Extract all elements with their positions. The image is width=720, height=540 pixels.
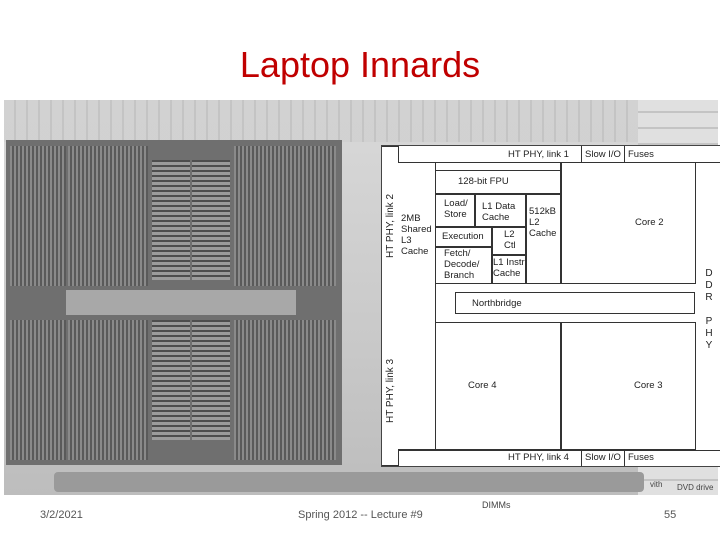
load-store-block xyxy=(435,194,475,227)
fpu-label: 128-bit FPU xyxy=(458,176,509,187)
fetch-decode-branch-block xyxy=(435,247,492,284)
photo-label-with: vith xyxy=(650,480,663,489)
die-floorplan-diagram: HT PHY, link 1 Slow I/O Fuses HT PHY, li… xyxy=(381,145,720,467)
l3-cache-column xyxy=(398,162,436,450)
slow-io-bottom-label: Slow I/O xyxy=(585,452,621,463)
slide-course: Spring 2012 -- Lecture #9 xyxy=(298,509,423,521)
core2-block xyxy=(561,162,696,284)
photo-bottom-band xyxy=(54,472,644,492)
core3-block xyxy=(561,322,696,450)
ht-phy-link2-label: HT PHY, link 2 xyxy=(385,193,396,258)
fuses-bottom-label: Fuses xyxy=(628,452,654,463)
die-cache-region xyxy=(152,320,190,440)
die-region xyxy=(234,146,336,286)
fpu-block xyxy=(435,170,561,194)
slide-page-number: 55 xyxy=(664,509,677,521)
slide-title: Laptop Innards xyxy=(239,44,481,85)
core4-label: Core 4 xyxy=(468,380,497,391)
ddr-phy-label: D D R P H Y xyxy=(705,268,713,351)
ht-phy-link4-block xyxy=(398,450,720,466)
die-cache-region xyxy=(192,320,230,440)
l2-cache-label: 512kB L2 Cache xyxy=(529,206,557,239)
fuses-top-label: Fuses xyxy=(628,149,654,160)
execution-label: Execution xyxy=(442,231,484,242)
load-store-label: Load/ Store xyxy=(444,198,468,220)
ht-phy-link4-label: HT PHY, link 4 xyxy=(508,452,569,463)
l2-ctl-label: L2 Ctl xyxy=(504,229,516,251)
core3-label: Core 3 xyxy=(634,380,663,391)
die-northbridge-region xyxy=(66,290,296,315)
execution-block xyxy=(435,227,492,247)
northbridge-block xyxy=(455,292,695,314)
l2-cache-block xyxy=(526,194,561,284)
ht-phy-link3-label: HT PHY, link 3 xyxy=(385,358,396,423)
photo-label-dvd-drive: DVD drive xyxy=(677,483,714,492)
slow-io-bottom-block xyxy=(581,450,625,466)
northbridge-label: Northbridge xyxy=(472,298,522,309)
die-region xyxy=(10,320,66,460)
die-region xyxy=(234,320,336,460)
fetch-decode-branch-label: Fetch/ Decode/ Branch xyxy=(444,248,480,281)
l3-cache-label: 2MB Shared L3 Cache xyxy=(401,213,432,257)
die-region xyxy=(68,320,148,460)
l1-instr-cache-label: L1 Instr Cache xyxy=(493,257,525,279)
die-cache-region xyxy=(192,160,230,280)
die-region xyxy=(68,146,148,286)
die-cache-region xyxy=(152,160,190,280)
l2-ctl-block xyxy=(492,227,526,255)
ht-phy-link1-label: HT PHY, link 1 xyxy=(508,149,569,160)
l1-data-cache-block xyxy=(475,194,526,227)
photo-top-strip xyxy=(4,100,718,142)
l1-data-cache-label: L1 Data Cache xyxy=(482,201,516,223)
slide-date: 3/2/2021 xyxy=(40,509,83,521)
l1-instr-cache-block xyxy=(492,255,526,284)
die-region xyxy=(10,146,66,286)
processor-die-photo xyxy=(6,140,342,465)
photo-label-dimms: DIMMs xyxy=(482,500,511,510)
core2-label: Core 2 xyxy=(635,217,664,228)
core4-block xyxy=(435,322,561,450)
slow-io-top-label: Slow I/O xyxy=(585,149,621,160)
